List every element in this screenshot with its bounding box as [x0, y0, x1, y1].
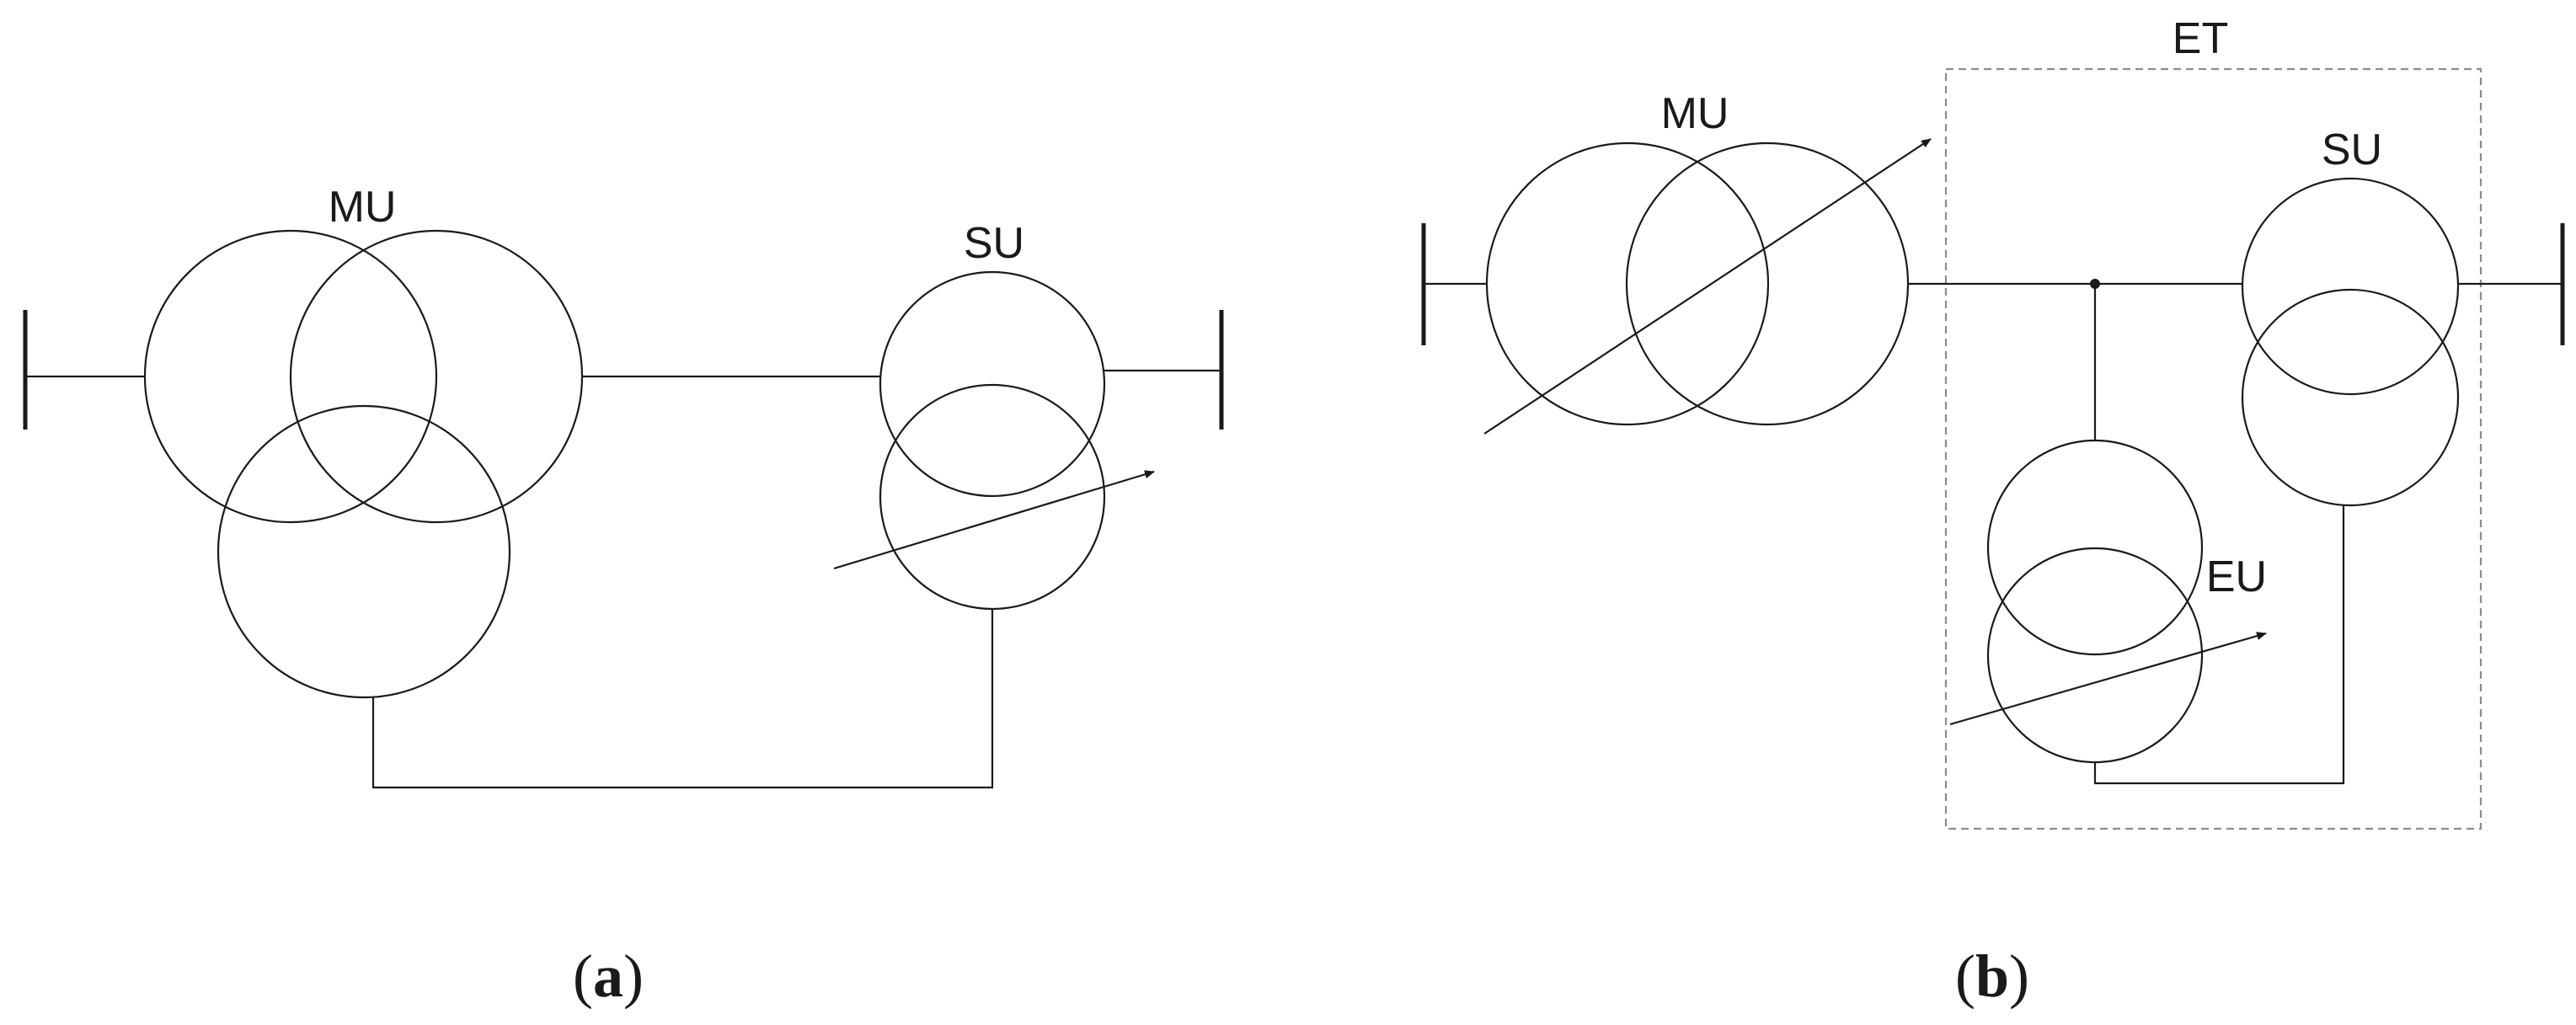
mu-winding-bottom-a [216, 404, 511, 699]
panel-b: MU ET SU EU (b) [1421, 14, 2565, 1010]
su-tap-arrow-a [833, 470, 1155, 570]
main-unit-b [1483, 138, 1932, 435]
panel-a: MU SU (a) [23, 183, 1224, 1010]
mu-tap-arrow-b [1483, 138, 1932, 435]
excitation-unit-b [1949, 439, 2267, 764]
mu-winding-left-b [1485, 141, 1770, 426]
mu-winding-left-a [143, 229, 438, 524]
eu-tap-arrow-b [1949, 632, 2267, 726]
main-unit-a [143, 229, 584, 699]
et-label: ET [2172, 14, 2228, 63]
return-wire-b [2093, 505, 2345, 785]
et-enclosure [1944, 67, 2482, 830]
caption-b: (b) [1955, 942, 2029, 1010]
su-winding-top-b [2241, 177, 2460, 396]
eu-label-b: EU [2206, 553, 2267, 601]
su-winding-bottom-b [2241, 288, 2460, 507]
caption-a: (a) [573, 942, 644, 1010]
mu-label-a: MU [329, 183, 397, 232]
series-unit-a [833, 270, 1155, 611]
mu-label-b: MU [1661, 89, 1729, 138]
return-wire-a [371, 609, 994, 789]
eu-winding-top-b [1986, 439, 2204, 656]
series-unit-b [2241, 177, 2460, 507]
su-winding-top-a [879, 270, 1106, 498]
su-label-a: SU [964, 219, 1024, 268]
su-label-b: SU [2322, 125, 2382, 174]
